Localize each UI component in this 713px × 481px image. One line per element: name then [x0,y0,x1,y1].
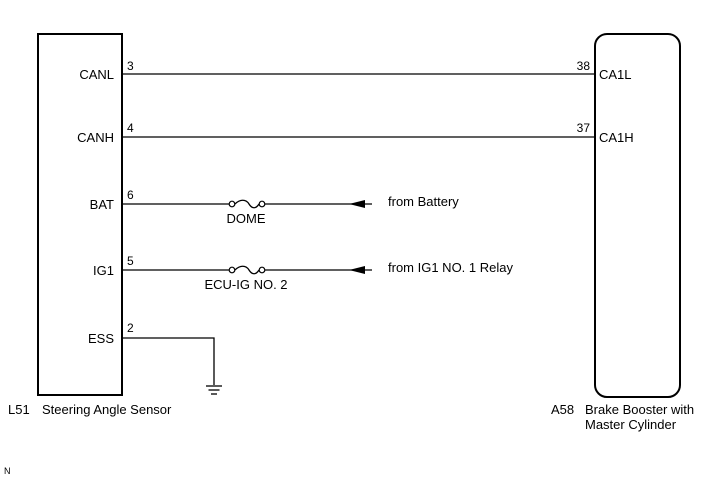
left-pin-label-canl: CANL [79,67,114,82]
right-component-code: A58 [551,402,574,417]
right-pin-label-ca1h: CA1H [599,130,634,145]
left-pin-number-canh: 4 [127,121,134,135]
from-ig1-relay-label: from IG1 NO. 1 Relay [388,260,513,275]
ig1-relay-arrow-icon [349,266,365,274]
steering-angle-sensor-box [37,33,123,396]
right-pin-number-ca1h: 37 [577,121,591,135]
right-pin-number-ca1l: 38 [577,59,591,73]
right-component-name-line2: Master Cylinder [585,417,677,432]
ecu-ig-fuse-icon [234,265,260,275]
ecu-ig-fuse-terminal-right [258,266,266,274]
ess-wire [122,337,215,385]
ecu-ig-fuse-terminal-left [228,266,236,274]
left-pin-number-bat: 6 [127,188,134,202]
left-pin-label-canh: CANH [77,130,114,145]
right-pin-label-ca1l: CA1L [599,67,632,82]
left-component-name: Steering Angle Sensor [42,402,172,417]
left-component-code: L51 [8,402,30,417]
dome-fuse-terminal-right [258,200,266,208]
ecu-ig-fuse-label: ECU-IG NO. 2 [204,277,287,292]
left-pin-label-ig1: IG1 [93,263,114,278]
left-pin-label-bat: BAT [90,197,114,212]
left-pin-label-ess: ESS [88,331,114,346]
left-pin-number-ig1: 5 [127,254,134,268]
right-component-name-line1: Brake Booster with [585,402,694,417]
dome-fuse-label: DOME [227,211,266,226]
footer-mark: N [4,466,11,476]
left-pin-number-ess: 2 [127,321,134,335]
battery-arrow-icon [349,200,365,208]
left-pin-number-canl: 3 [127,59,134,73]
ground-icon [206,385,222,395]
dome-fuse-icon [234,199,260,209]
from-battery-label: from Battery [388,194,459,209]
dome-fuse-terminal-left [228,200,236,208]
brake-booster-box [594,33,681,398]
